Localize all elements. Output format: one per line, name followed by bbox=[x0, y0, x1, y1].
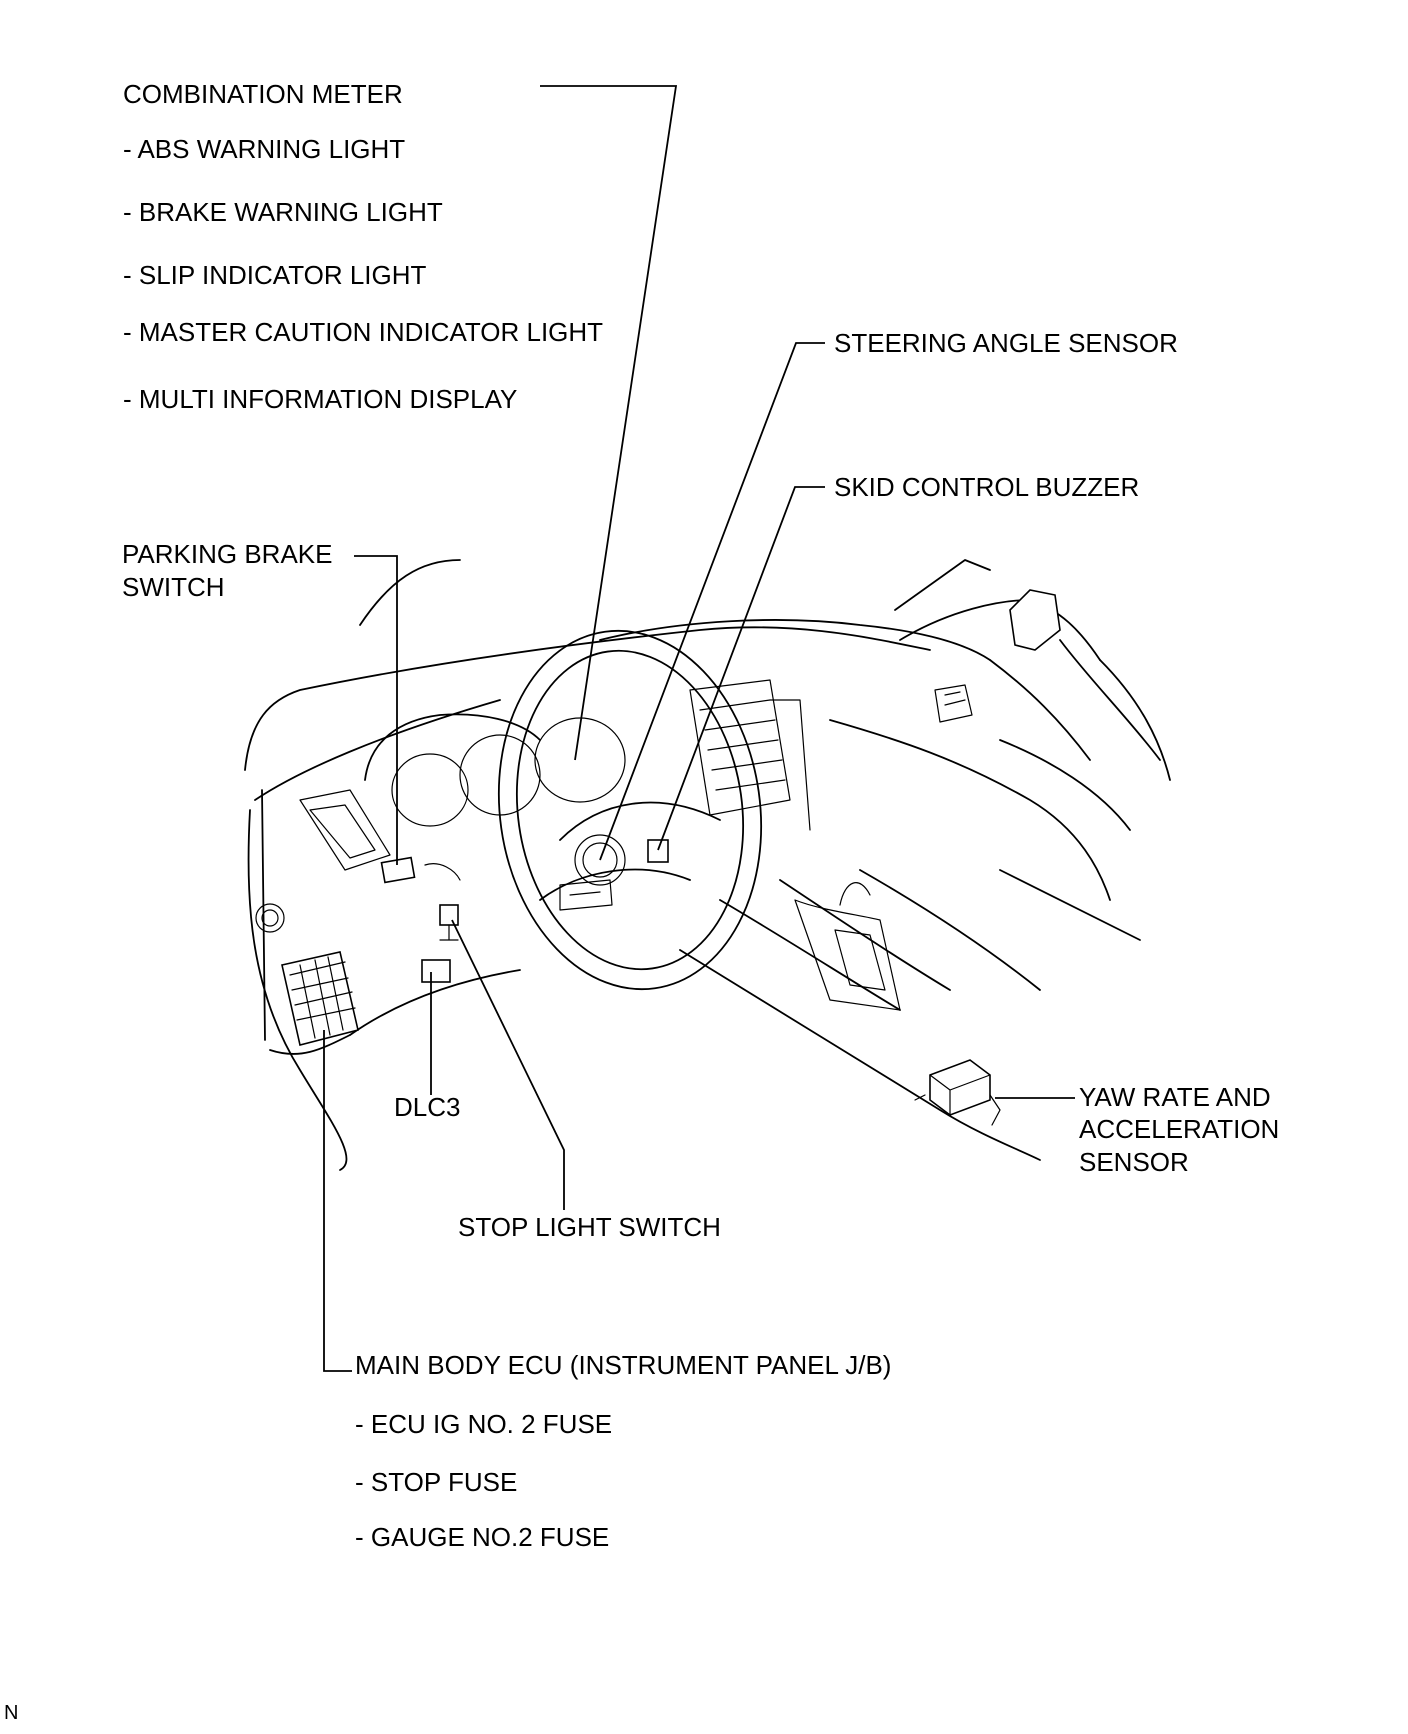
windshield-and-mirror bbox=[359, 559, 1161, 761]
main-body-ecu-label: MAIN BODY ECU (INSTRUMENT PANEL J/B) bbox=[355, 1350, 892, 1380]
multi-information-display-item: - MULTI INFORMATION DISPLAY bbox=[123, 384, 518, 414]
leader-lines bbox=[323, 85, 1075, 1372]
gauge-no2-fuse-item: - GAUGE NO.2 FUSE bbox=[355, 1522, 610, 1552]
leader-skid-control-buzzer bbox=[657, 486, 825, 851]
skid-control-buzzer-label: SKID CONTROL BUZZER bbox=[834, 472, 1140, 502]
slip-indicator-light-item: - SLIP INDICATOR LIGHT bbox=[123, 260, 427, 290]
parking-brake-switch bbox=[380, 856, 461, 884]
leader-parking-brake-switch bbox=[354, 555, 398, 865]
yaw-rate-label-line2: ACCELERATION bbox=[1079, 1114, 1280, 1144]
master-caution-indicator-item: - MASTER CAUTION INDICATOR LIGHT bbox=[123, 317, 604, 347]
yaw-rate-label-line1: YAW RATE AND bbox=[1079, 1082, 1271, 1112]
dlc3-connector bbox=[421, 959, 451, 983]
skid-control-buzzer bbox=[647, 839, 669, 863]
brake-warning-light-item: - BRAKE WARNING LIGHT bbox=[123, 197, 443, 227]
dashboard-outline bbox=[244, 599, 1171, 1171]
stop-fuse-item: - STOP FUSE bbox=[355, 1467, 518, 1497]
combination-meter-label: COMBINATION METER bbox=[123, 79, 403, 109]
instrument-panel-jb bbox=[255, 903, 359, 1046]
center-stack bbox=[689, 679, 901, 1011]
corner-mark: N bbox=[4, 1702, 19, 1724]
leader-main-body-ecu bbox=[323, 1030, 352, 1372]
ecu-ig-no2-fuse-item: - ECU IG NO. 2 FUSE bbox=[355, 1409, 613, 1439]
steering-wheel bbox=[497, 629, 763, 991]
meter-cluster bbox=[299, 684, 973, 871]
dlc3-label: DLC3 bbox=[394, 1092, 461, 1122]
leader-steering-angle-sensor bbox=[599, 342, 825, 861]
stop-light-switch bbox=[439, 904, 459, 941]
yaw-rate-label-line3: SENSOR bbox=[1079, 1147, 1189, 1177]
leader-combination-meter bbox=[540, 85, 678, 761]
parking-brake-switch-label-line2: SWITCH bbox=[122, 572, 225, 602]
stop-light-switch-label: STOP LIGHT SWITCH bbox=[458, 1212, 721, 1242]
parking-brake-switch-label-line1: PARKING BRAKE bbox=[122, 539, 333, 569]
abs-warning-light-item: - ABS WARNING LIGHT bbox=[123, 134, 406, 164]
leader-stop-light-switch bbox=[451, 919, 565, 1210]
yaw-rate-sensor bbox=[914, 1059, 1001, 1126]
steering-angle-sensor-label: STEERING ANGLE SENSOR bbox=[834, 328, 1178, 358]
